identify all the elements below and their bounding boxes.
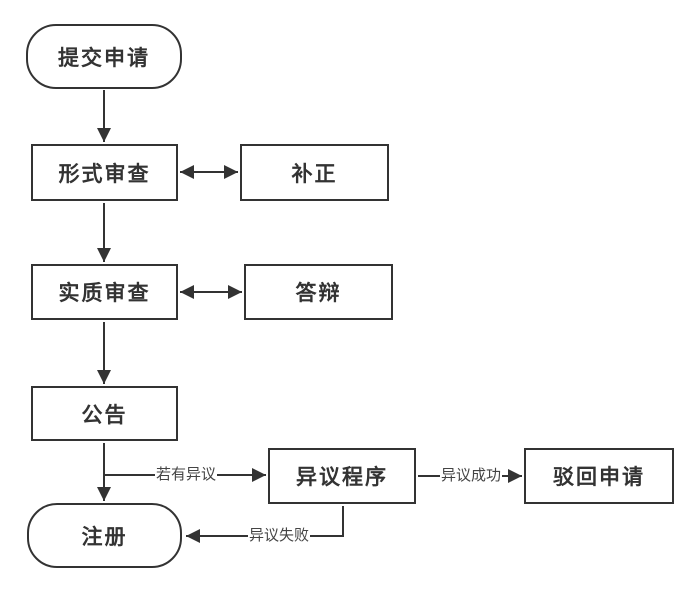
node-reject-application: 驳回申请 <box>524 448 674 504</box>
edge-label-opposition-success: 异议成功 <box>439 466 503 485</box>
node-opposition-procedure: 异议程序 <box>268 448 416 504</box>
node-publication: 公告 <box>31 386 178 441</box>
edge-label-if-opposition: 若有异议 <box>154 465 218 484</box>
node-defense: 答辩 <box>244 264 393 320</box>
node-registration: 注册 <box>27 503 182 568</box>
node-formal-examination: 形式审查 <box>31 144 178 201</box>
node-submit-application: 提交申请 <box>26 24 182 89</box>
edge-label-opposition-failure: 异议失败 <box>247 526 311 545</box>
node-substantive-examination: 实质审查 <box>31 264 178 320</box>
node-correction: 补正 <box>240 144 389 201</box>
